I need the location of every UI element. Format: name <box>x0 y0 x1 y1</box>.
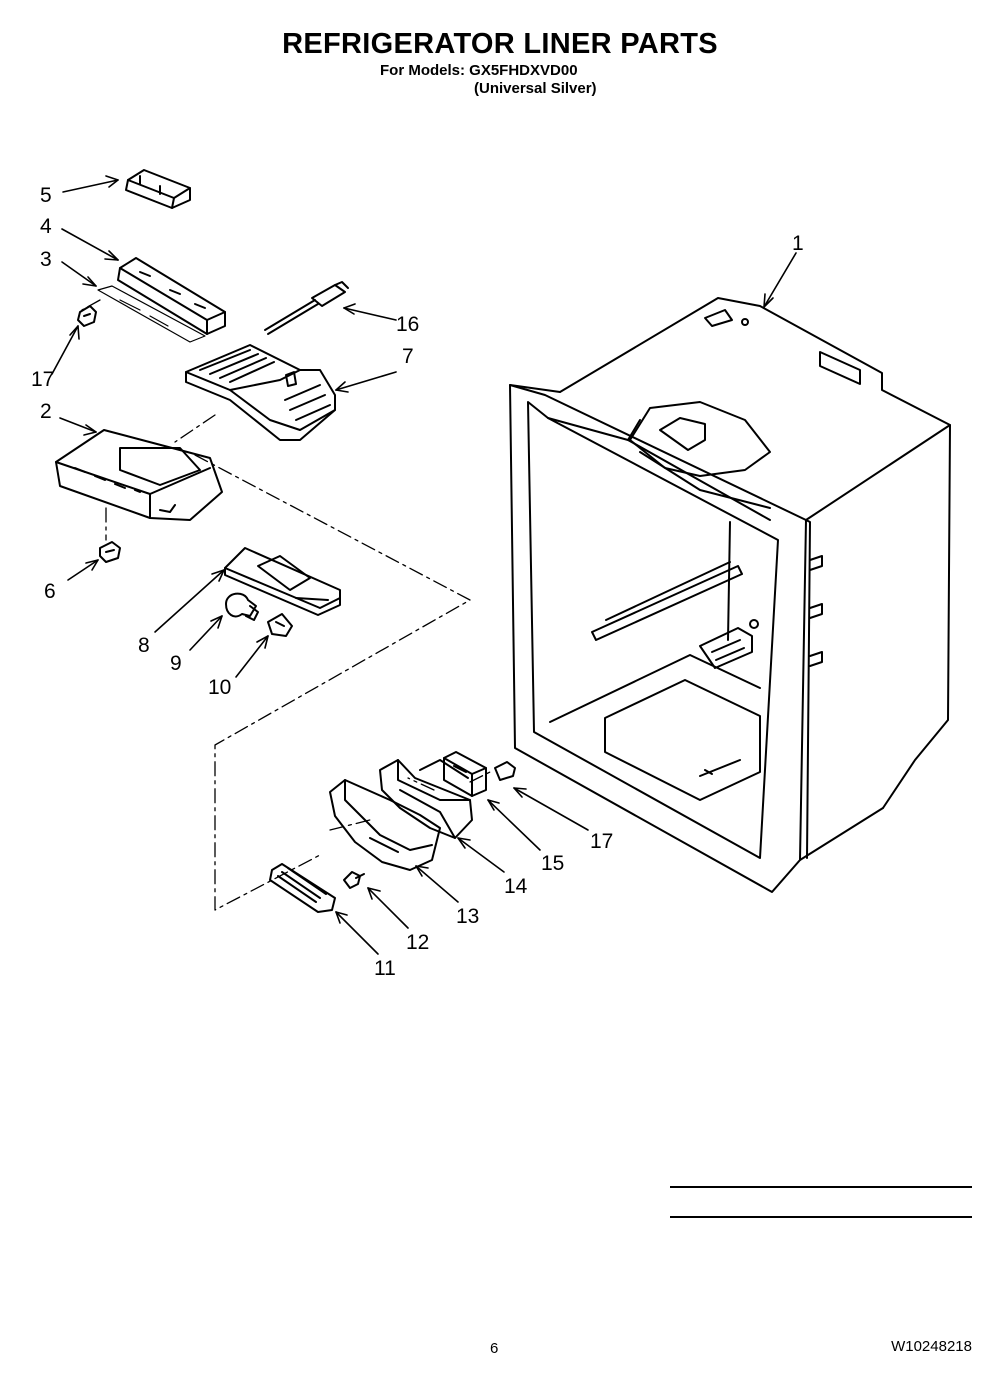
footer-rule-bottom <box>670 1216 972 1218</box>
callout-9: 9 <box>170 652 182 675</box>
part-13-cover <box>329 779 441 871</box>
part-9-light-bulb <box>225 592 259 621</box>
part-3-control-board <box>97 285 206 343</box>
part-12-screw <box>343 871 365 889</box>
callout-4: 4 <box>40 215 52 238</box>
part-15-switch <box>443 751 487 797</box>
part-7-air-duct <box>185 344 336 441</box>
callout-11: 11 <box>374 957 396 980</box>
part-17-screw-lower <box>494 761 516 781</box>
part-5-bracket <box>125 169 191 209</box>
part-2-cover <box>55 429 223 521</box>
callout-14: 14 <box>504 875 528 898</box>
models-line: For Models: GX5FHDXVD00 <box>380 62 578 79</box>
callout-8: 8 <box>138 634 150 657</box>
part-4-control-housing <box>117 257 226 335</box>
part-14-housing <box>379 759 473 839</box>
callout-7: 7 <box>402 345 414 368</box>
callout-16: 16 <box>396 313 419 336</box>
document-number: W10248218 <box>891 1338 972 1355</box>
callout-15: 15 <box>541 852 564 875</box>
part-10-socket <box>267 613 293 637</box>
callout-1: 1 <box>792 232 804 255</box>
page-number: 6 <box>490 1340 499 1357</box>
callout-12: 12 <box>406 931 429 954</box>
callout-6: 6 <box>44 580 56 603</box>
callout-5: 5 <box>40 184 52 207</box>
part-17-screw-upper <box>77 305 97 327</box>
part-6-fastener <box>99 541 121 563</box>
part-8-light-shield <box>224 547 341 616</box>
footer-rule-top <box>670 1186 972 1188</box>
part-16-sensor <box>264 281 349 335</box>
callout-2: 2 <box>40 400 52 423</box>
callout-10: 10 <box>208 676 231 699</box>
part-11-grille <box>269 863 336 913</box>
callout-3: 3 <box>40 248 52 271</box>
variant-line: (Universal Silver) <box>474 80 597 97</box>
part-1-liner <box>509 297 951 893</box>
callout-17-lower: 17 <box>590 830 613 853</box>
page-title: REFRIGERATOR LINER PARTS <box>282 28 718 60</box>
callout-13: 13 <box>456 905 479 928</box>
callout-17-upper: 17 <box>31 368 54 391</box>
